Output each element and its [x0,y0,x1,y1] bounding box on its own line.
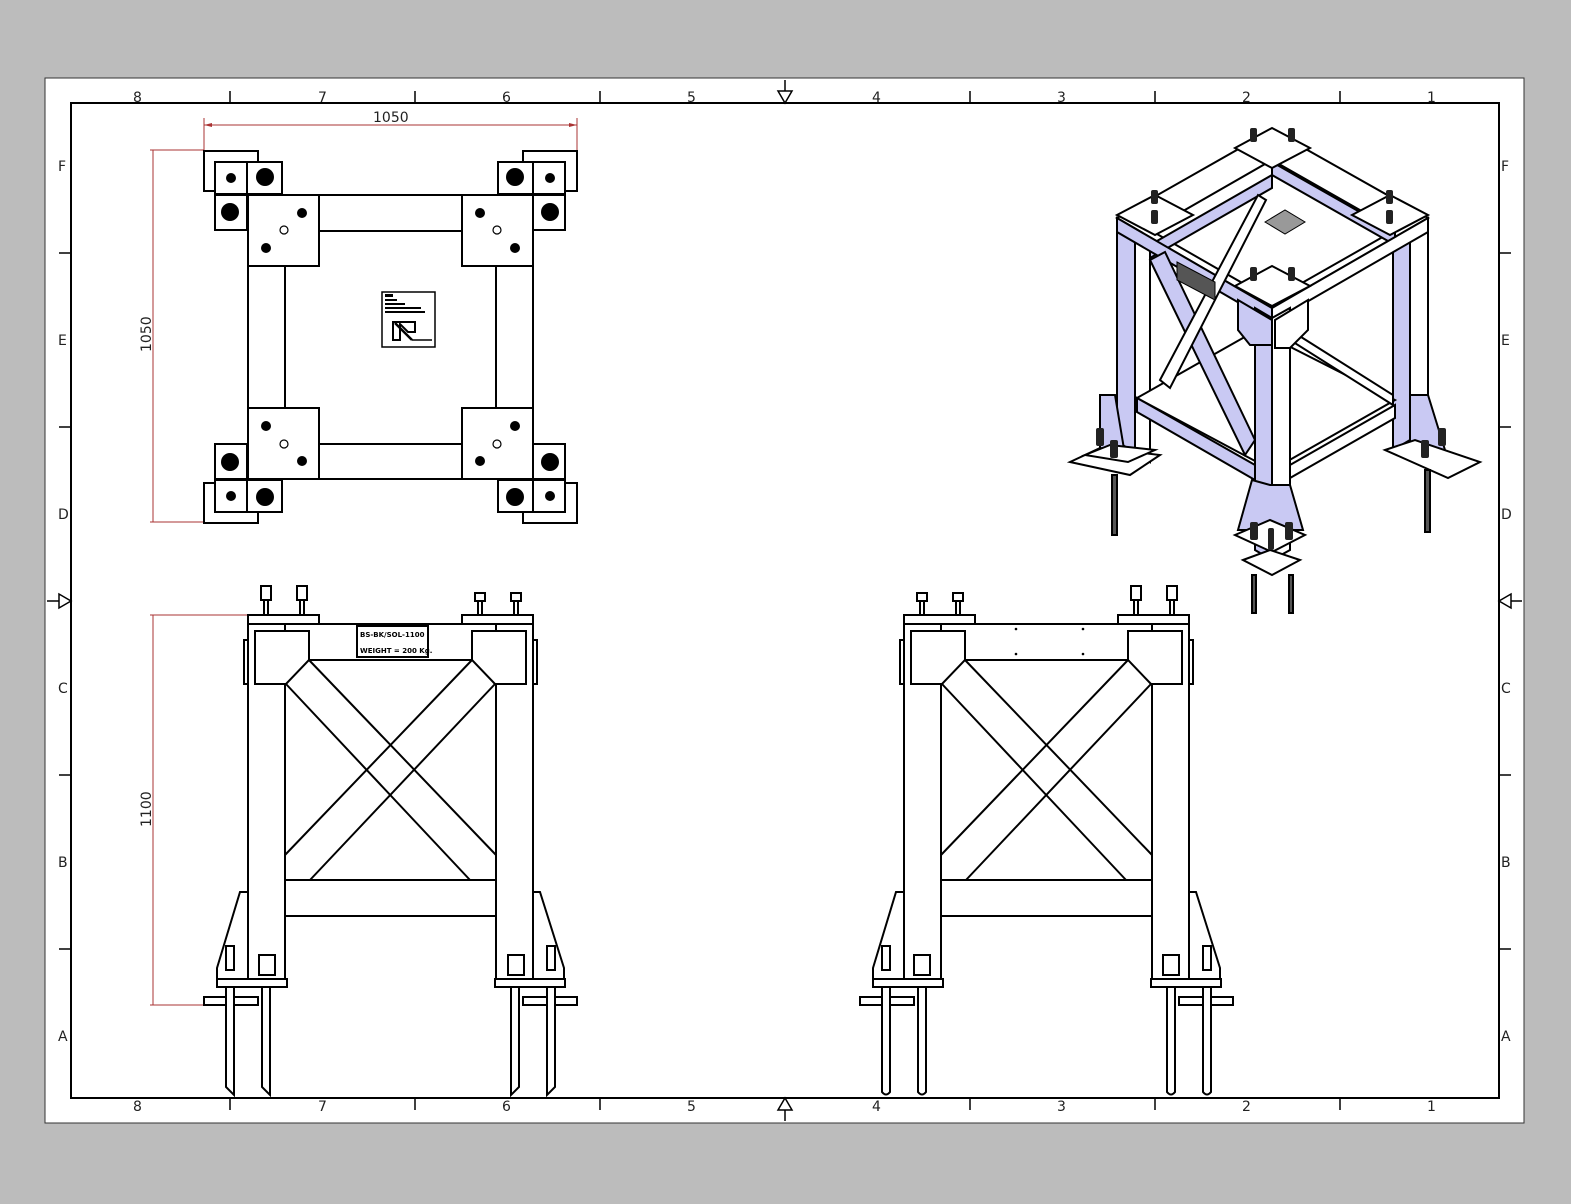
centering-marks [47,80,1522,1121]
column-labels-top: 8 7 6 5 4 3 2 1 [133,90,1436,106]
corner-top-left [203,150,320,267]
nameplate: BS-BK/SOL-1100 WEIGHT = 200 Kg. [356,625,432,658]
row-label: A [1501,1029,1511,1045]
row-label: C [1501,681,1511,697]
col-label: 6 [502,90,511,106]
col-label: 8 [133,90,142,106]
dimension-height-front: 1100 [139,614,248,1006]
row-label: D [1501,507,1512,523]
col-label: 5 [687,90,696,106]
col-label: 7 [318,90,327,106]
zone-ticks [59,91,1511,1110]
isometric-view [1066,126,1483,614]
col-label: 3 [1057,1099,1066,1115]
row-label: D [58,507,69,523]
side-view [859,585,1234,1096]
company-logo-icon [381,291,436,348]
column-labels-bottom: 8 7 6 5 4 3 2 1 [133,1099,1436,1115]
dimension-width: 1050 [203,110,578,150]
col-label: 1 [1427,1099,1436,1115]
row-label: B [1501,855,1511,871]
col-label: 6 [502,1099,511,1115]
dim-height-label: 1050 [139,316,155,352]
top-bolts [916,585,1178,615]
corner-top-right [461,150,578,267]
col-label: 2 [1242,90,1251,106]
row-label: F [58,159,66,175]
dim-height-label: 1100 [139,791,155,827]
nameplate-weight: WEIGHT = 200 Kg. [360,647,432,655]
col-label: 1 [1427,90,1436,106]
front-view: 1100 [139,585,578,1098]
row-labels-left: F E D C B A [58,159,69,1045]
col-label: 3 [1057,90,1066,106]
row-label: B [58,855,68,871]
col-label: 2 [1242,1099,1251,1115]
row-label: E [58,333,67,349]
dim-width-label: 1050 [373,110,409,126]
col-label: 8 [133,1099,142,1115]
col-label: 4 [872,1099,881,1115]
row-label: F [1501,159,1509,175]
row-label: C [58,681,68,697]
col-label: 5 [687,1099,696,1115]
row-label: E [1501,333,1510,349]
corner-bottom-left [203,407,320,524]
dimension-height: 1050 [139,149,204,523]
col-label: 4 [872,90,881,106]
top-bolts [260,585,522,615]
top-view: 1050 1050 [139,110,578,524]
row-labels-right: F E D C B A [1501,159,1512,1045]
nameplate-code: BS-BK/SOL-1100 [360,631,425,639]
row-label: A [58,1029,68,1045]
col-label: 7 [318,1099,327,1115]
corner-bottom-right [461,407,578,524]
